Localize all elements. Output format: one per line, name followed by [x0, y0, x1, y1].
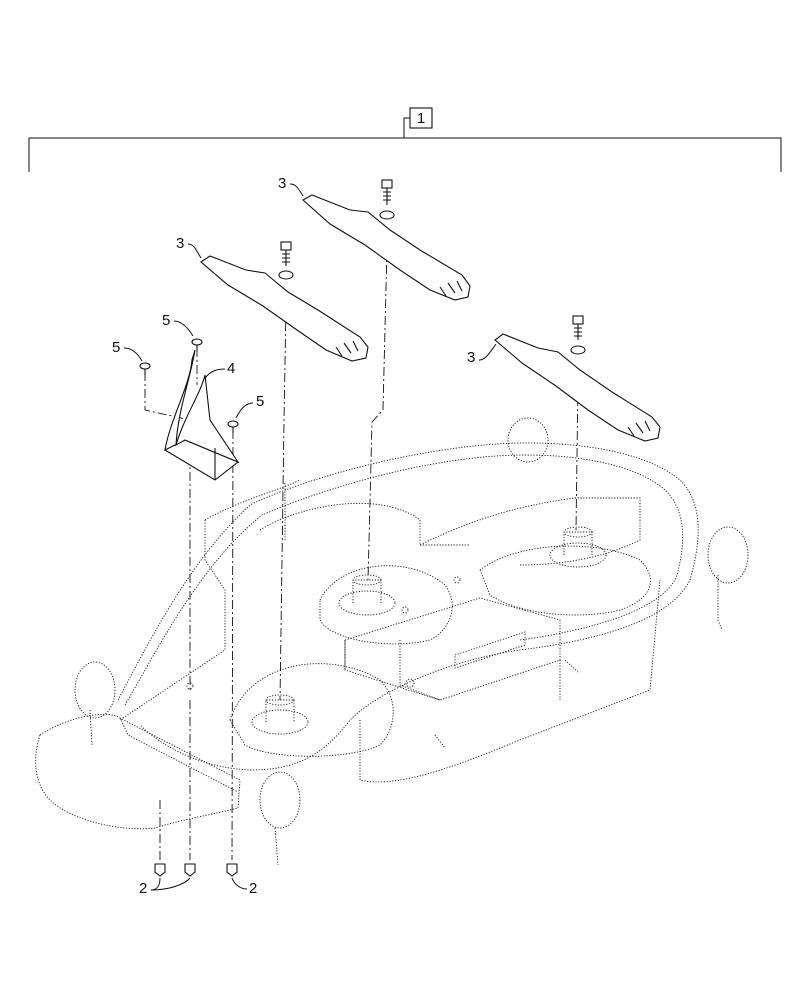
svg-text:5: 5 — [256, 393, 264, 410]
explosion-centerlines — [144, 247, 579, 861]
blade-bolt-a — [379, 179, 395, 220]
screw-c — [227, 420, 239, 433]
spindle-a — [251, 694, 309, 735]
callout-nut-single: 2 — [231, 877, 257, 897]
nut-b — [184, 863, 196, 877]
svg-text:3: 3 — [278, 175, 286, 192]
blade-c — [494, 333, 661, 442]
blade-bolt-c — [570, 315, 586, 355]
callout-nut-pair: 2 — [139, 877, 191, 897]
assembly-callout-label: 1 — [417, 110, 425, 127]
callout-screw-a: 5 — [112, 339, 143, 362]
blade-b — [200, 255, 369, 362]
callout-deflector: 4 — [204, 360, 235, 379]
screw-a — [139, 362, 151, 375]
svg-text:3: 3 — [176, 235, 184, 252]
svg-text:3: 3 — [467, 349, 475, 366]
svg-text:2: 2 — [139, 880, 147, 897]
svg-text:5: 5 — [162, 312, 170, 329]
callout-screw-c: 5 — [235, 393, 264, 419]
blade-bolt-b — [278, 241, 294, 280]
blade-a — [302, 194, 471, 301]
nut-c — [226, 863, 238, 877]
svg-text:2: 2 — [249, 880, 257, 897]
screw-b — [191, 338, 203, 351]
svg-text:4: 4 — [227, 360, 235, 377]
callout-screw-b: 5 — [162, 312, 194, 337]
spindle-c — [549, 526, 607, 568]
callout-blade-b: 3 — [176, 235, 202, 259]
callout-blade-c: 3 — [467, 343, 497, 366]
discharge-deflector — [163, 349, 240, 481]
mower-deck — [35, 417, 749, 866]
spindle-b — [338, 574, 396, 616]
callout-blade-a: 3 — [278, 175, 304, 197]
nut-a — [154, 863, 166, 877]
svg-text:5: 5 — [112, 339, 120, 356]
assembly-bracket: 1 — [28, 107, 782, 172]
